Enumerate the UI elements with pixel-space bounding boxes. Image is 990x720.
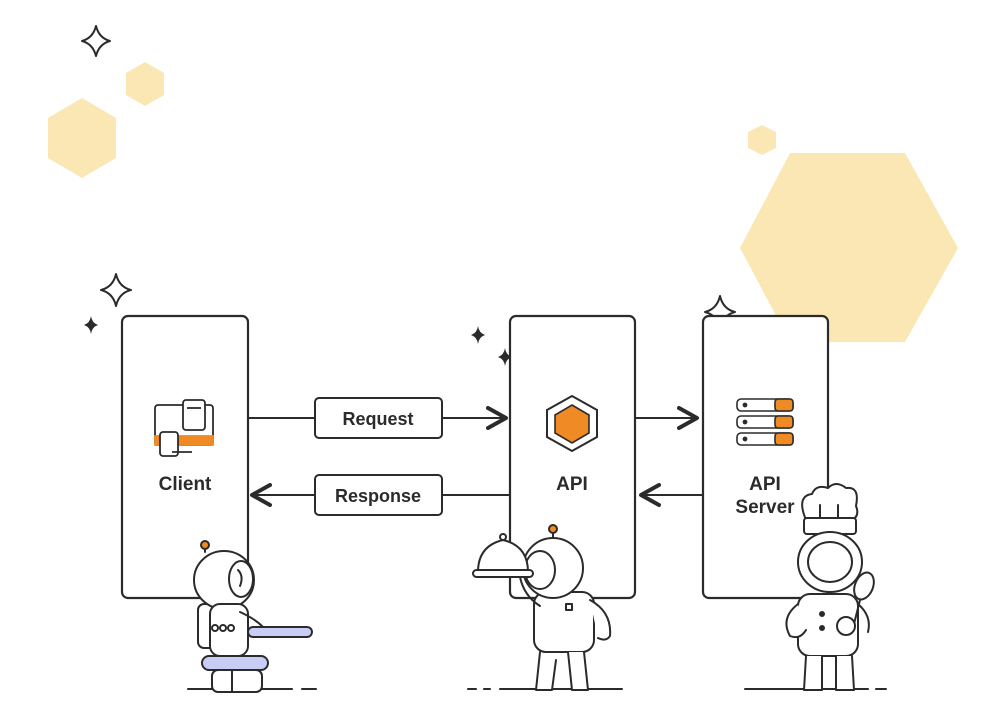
sparkle-icon [100, 273, 132, 307]
devices-icon [154, 399, 214, 457]
hexagon-decoration [748, 125, 776, 155]
client-box [120, 314, 250, 600]
response-label: Response [335, 486, 421, 506]
server-rack-icon [736, 398, 794, 446]
sparkles [81, 25, 736, 329]
sparkle-small-icon [471, 326, 485, 344]
sparkle-small-icon [498, 348, 512, 366]
sparkle-small-icon [84, 316, 98, 334]
astronaut-chef-illustration [785, 483, 875, 691]
api-hexagon-icon [546, 394, 598, 453]
client-node: Client [120, 314, 250, 600]
api-server-label-line2: Server [735, 497, 795, 518]
request-label: Request [342, 409, 413, 429]
hexagon-decoration [48, 98, 116, 178]
request-pill: Request [314, 397, 443, 439]
client-label: Client [159, 474, 212, 495]
hexagon-decoration [126, 62, 164, 106]
api-label: API [556, 474, 588, 495]
api-server-node: API Server [701, 314, 830, 600]
api-server-label-line1: API [749, 474, 781, 495]
api-server-box [701, 314, 830, 600]
astronaut-waiter-illustration [472, 524, 612, 691]
sparkle-icon [81, 25, 111, 57]
hexagon-decoration [740, 153, 958, 342]
astronaut-client-illustration [193, 540, 313, 693]
decorative-hexagons [48, 62, 958, 342]
response-pill: Response [314, 474, 443, 516]
small-sparkles [84, 316, 512, 366]
api-node: API [508, 314, 637, 600]
